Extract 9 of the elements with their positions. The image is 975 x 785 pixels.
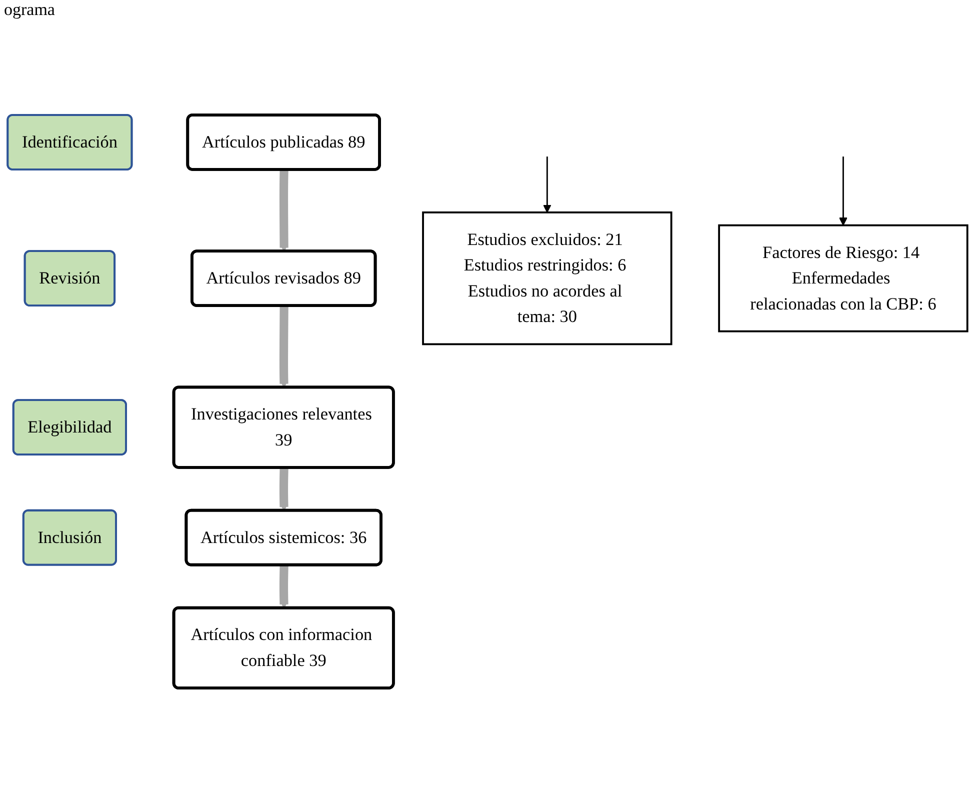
arrow bbox=[839, 156, 848, 226]
node-box: Estudios excluidos: 21 Estudios restringidos: 6 Estudios no acordes al tema: 30 bbox=[422, 211, 672, 346]
arrow bbox=[279, 169, 288, 252]
arrow bbox=[279, 467, 288, 512]
node-box: Factores de Riesgo: 14 Enfermedades relacionadas con la CBP: 6 bbox=[718, 224, 968, 332]
arrow bbox=[279, 306, 288, 388]
diagram-title: ograma bbox=[4, 0, 55, 20]
arrow bbox=[279, 564, 288, 609]
arrow bbox=[542, 156, 552, 213]
